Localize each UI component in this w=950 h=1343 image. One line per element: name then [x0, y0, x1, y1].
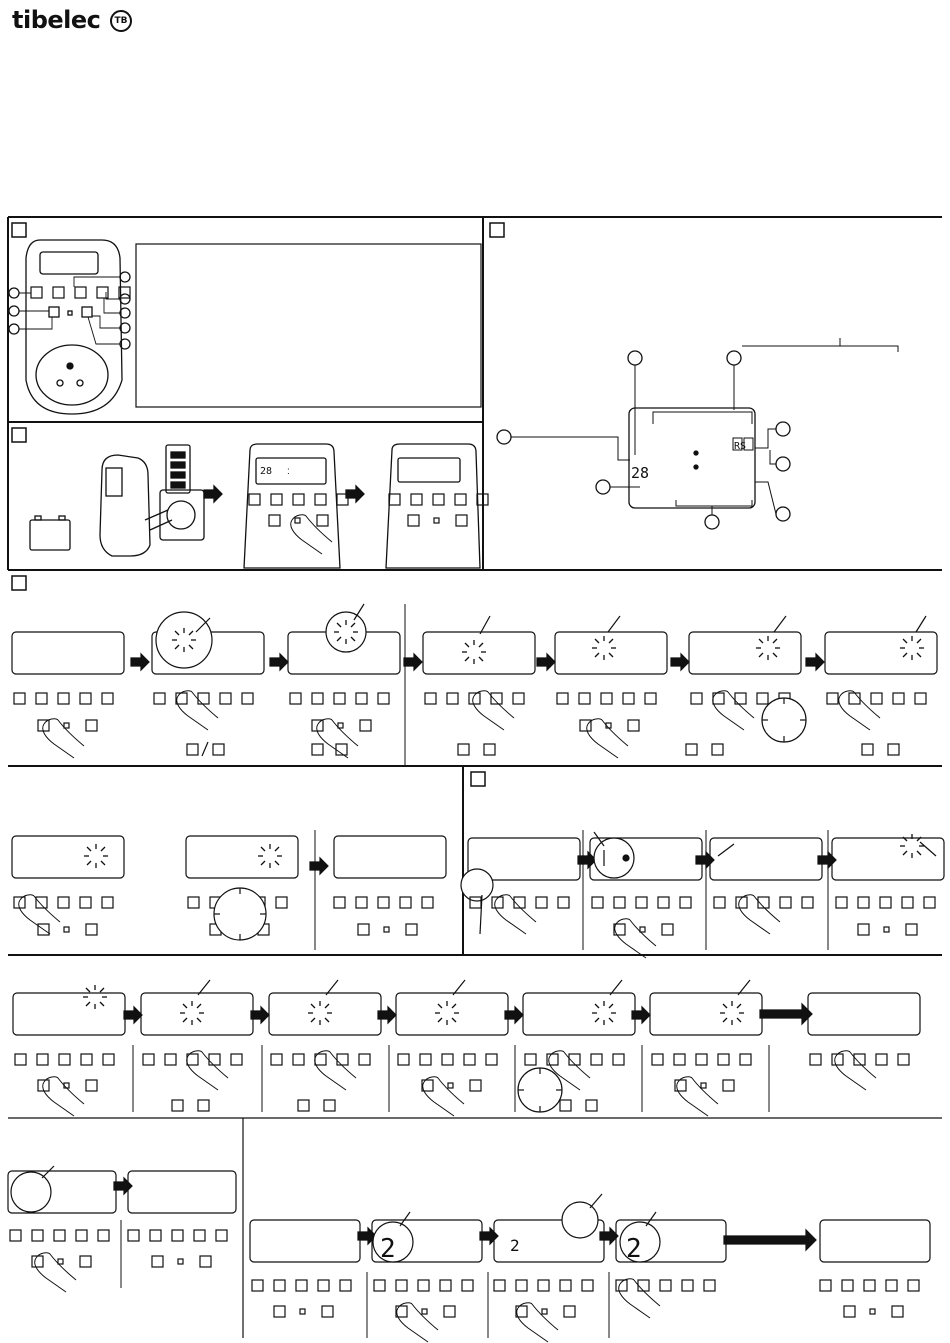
- lcd-legend: [497, 338, 898, 529]
- program-digit-a: 2: [380, 1234, 396, 1264]
- lcd-legend-digits: 28: [631, 464, 649, 482]
- device-overview: [9, 240, 481, 414]
- on-off-steps: [13, 980, 920, 1116]
- dial-icon: [762, 698, 806, 742]
- program-digit-b: 2: [510, 1236, 520, 1255]
- random-steps: [250, 1194, 930, 1342]
- reset-steps: [8, 1166, 236, 1292]
- lcd-readout-small: 28: [260, 466, 272, 477]
- lcd-legend-flags: RS: [734, 441, 746, 452]
- day-setting-steps: [12, 836, 446, 940]
- battery-icon: [30, 520, 70, 550]
- clock-setting-steps: [12, 604, 937, 758]
- program-steps: [461, 832, 944, 958]
- program-digit-c: 2: [626, 1234, 642, 1264]
- lcd-readout-colon: :: [287, 466, 290, 477]
- section-frames: [8, 217, 942, 1338]
- battery-install: [30, 444, 488, 568]
